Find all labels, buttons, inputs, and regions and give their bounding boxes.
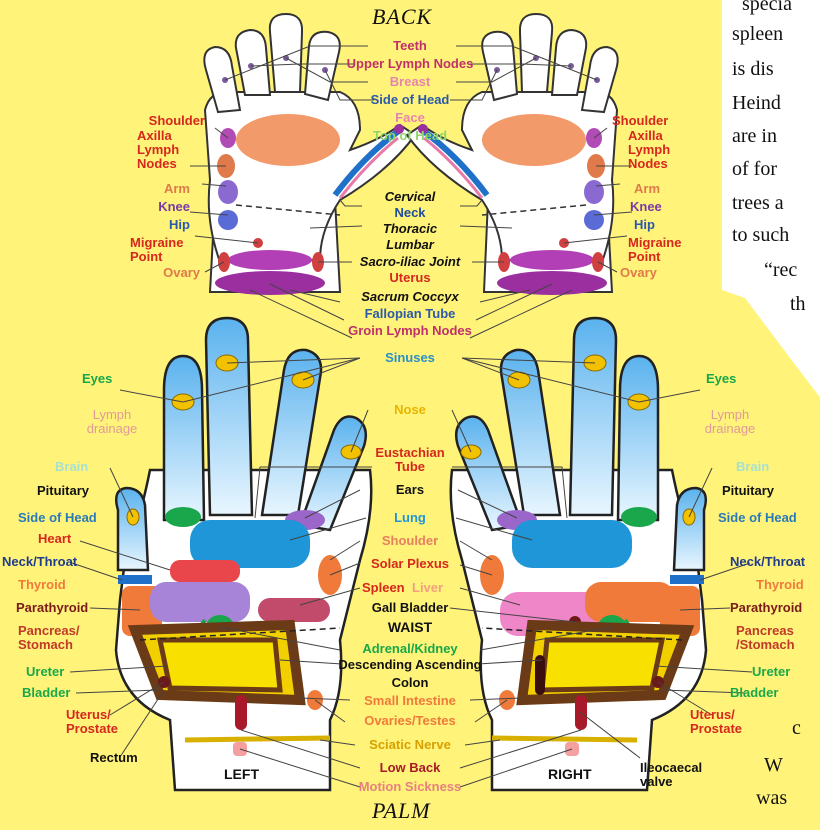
left-hand-label: LEFT (224, 767, 259, 781)
label-small-intestine: Small Intestine (340, 694, 480, 708)
label-groin-lymph-nodes: Groin Lymph Nodes (330, 324, 490, 338)
side-text-line-9: “rec (764, 258, 797, 283)
side-text-line-5: are in (732, 124, 777, 149)
back-title: BACK (372, 4, 432, 30)
side-text-line-13: was (756, 786, 787, 811)
label-eustachian-tube: Eustachian Tube (360, 446, 460, 474)
label-neck-throat-right: Neck/Throat (730, 555, 805, 569)
side-text-line-2: spleen (732, 22, 783, 47)
label-ears: Ears (370, 483, 450, 497)
label-migraine-point-left: Migraine Point (130, 236, 200, 264)
label-thoracic: Thoracic (360, 222, 460, 236)
side-text-line-4: Heind (732, 91, 781, 116)
label-shoulder-back-right: Shoulder (612, 114, 707, 128)
label-face: Face (380, 111, 440, 125)
label-breast: Breast (370, 75, 450, 89)
label-sinuses: Sinuses (360, 351, 460, 365)
label-rectum: Rectum (90, 751, 138, 765)
label-nose: Nose (370, 403, 450, 417)
label-hip-right: Hip (634, 218, 704, 232)
label-eyes-right: Eyes (706, 372, 736, 386)
label-descending-ascending: Descending Ascending (330, 658, 490, 672)
label-lymph-drainage-left: Lymph drainage (62, 408, 162, 436)
label-solar-plexus: Solar Plexus (350, 557, 470, 571)
label-uterus-prostate-left: Uterus/ Prostate (66, 708, 118, 736)
label-pituitary-left: Pituitary (37, 484, 89, 498)
label-ovary-left: Ovary (120, 266, 200, 280)
label-waist: WAIST (370, 620, 450, 634)
side-text-line-7: trees a (732, 191, 784, 216)
label-thyroid-right: Thyroid (756, 578, 804, 592)
label-neck-throat-left: Neck/Throat (2, 555, 77, 569)
label-uterus-prostate-right: Uterus/ Prostate (690, 708, 742, 736)
label-gall-bladder: Gall Bladder (350, 601, 470, 615)
side-text-line-6: of for (732, 157, 777, 182)
side-text-line-10: th (790, 292, 806, 317)
label-knee-right: Knee (630, 200, 700, 214)
label-sacro-iliac-joint: Sacro-iliac Joint (340, 255, 480, 269)
label-neck-back: Neck (370, 206, 450, 220)
label-lymph-drainage-right: Lymph drainage (680, 408, 780, 436)
label-shoulder-palm: Shoulder (360, 534, 460, 548)
label-adrenal-kidney: Adrenal/Kidney (340, 642, 480, 656)
label-sacrum-coccyx: Sacrum Coccyx (340, 290, 480, 304)
label-uterus-back: Uterus (360, 271, 460, 285)
label-parathyroid-left: Parathyroid (16, 601, 88, 615)
label-bladder-left: Bladder (22, 686, 70, 700)
label-brain-left: Brain (55, 460, 88, 474)
side-text-line-1: specia (742, 0, 792, 17)
label-axilla-lymph-left: Axilla Lymph Nodes (137, 129, 207, 171)
label-parathyroid-right: Parathyroid (730, 601, 802, 615)
label-pancreas-stomach-right: Pancreas /Stomach (736, 624, 795, 652)
label-migraine-point-right: Migraine Point (628, 236, 698, 264)
label-side-of-head-right: Side of Head (718, 511, 797, 525)
side-text-line-12: W (764, 753, 783, 778)
label-arm-left: Arm (120, 182, 190, 196)
label-teeth: Teeth (380, 39, 440, 53)
label-arm-right: Arm (634, 182, 704, 196)
side-text-line-11: c (792, 716, 801, 741)
label-bladder-right: Bladder (730, 686, 778, 700)
label-ovary-right: Ovary (620, 266, 700, 280)
label-heart: Heart (38, 532, 71, 546)
label-pancreas-stomach-left: Pancreas/ Stomach (18, 624, 79, 652)
right-hand-label: RIGHT (548, 767, 592, 781)
label-ileocaecal-valve: Ileocaecal valve (640, 761, 702, 789)
label-spleen: Spleen (362, 581, 405, 595)
label-knee-left: Knee (120, 200, 190, 214)
label-ureter-right: Ureter (752, 665, 790, 679)
side-text-line-3: is dis (732, 57, 774, 82)
label-upper-lymph-nodes: Upper Lymph Nodes (330, 57, 490, 71)
side-text-line-8: to such (732, 223, 789, 248)
label-lumbar: Lumbar (360, 238, 460, 252)
label-colon: Colon (370, 676, 450, 690)
label-pituitary-right: Pituitary (722, 484, 774, 498)
label-cervical: Cervical (360, 190, 460, 204)
label-shoulder-back-left: Shoulder (110, 114, 205, 128)
label-thyroid-left: Thyroid (18, 578, 66, 592)
label-ureter-left: Ureter (26, 665, 64, 679)
label-sciatic-nerve: Sciatic Nerve (340, 738, 480, 752)
label-ovaries-testes: Ovaries/Testes (340, 714, 480, 728)
label-eyes-left: Eyes (82, 372, 112, 386)
label-lung: Lung (370, 511, 450, 525)
label-side-of-head-left: Side of Head (18, 511, 97, 525)
label-hip-left: Hip (120, 218, 190, 232)
palm-title: PALM (372, 798, 431, 824)
label-liver: Liver (412, 581, 443, 595)
label-axilla-lymph-right: Axilla Lymph Nodes (628, 129, 698, 171)
label-motion-sickness: Motion Sickness (340, 780, 480, 794)
label-side-of-head-back: Side of Head (360, 93, 460, 107)
label-fallopian-tube: Fallopian Tube (340, 307, 480, 321)
label-top-of-head: Top of Head (360, 129, 460, 143)
label-low-back: Low Back (360, 761, 460, 775)
label-brain-right: Brain (736, 460, 769, 474)
